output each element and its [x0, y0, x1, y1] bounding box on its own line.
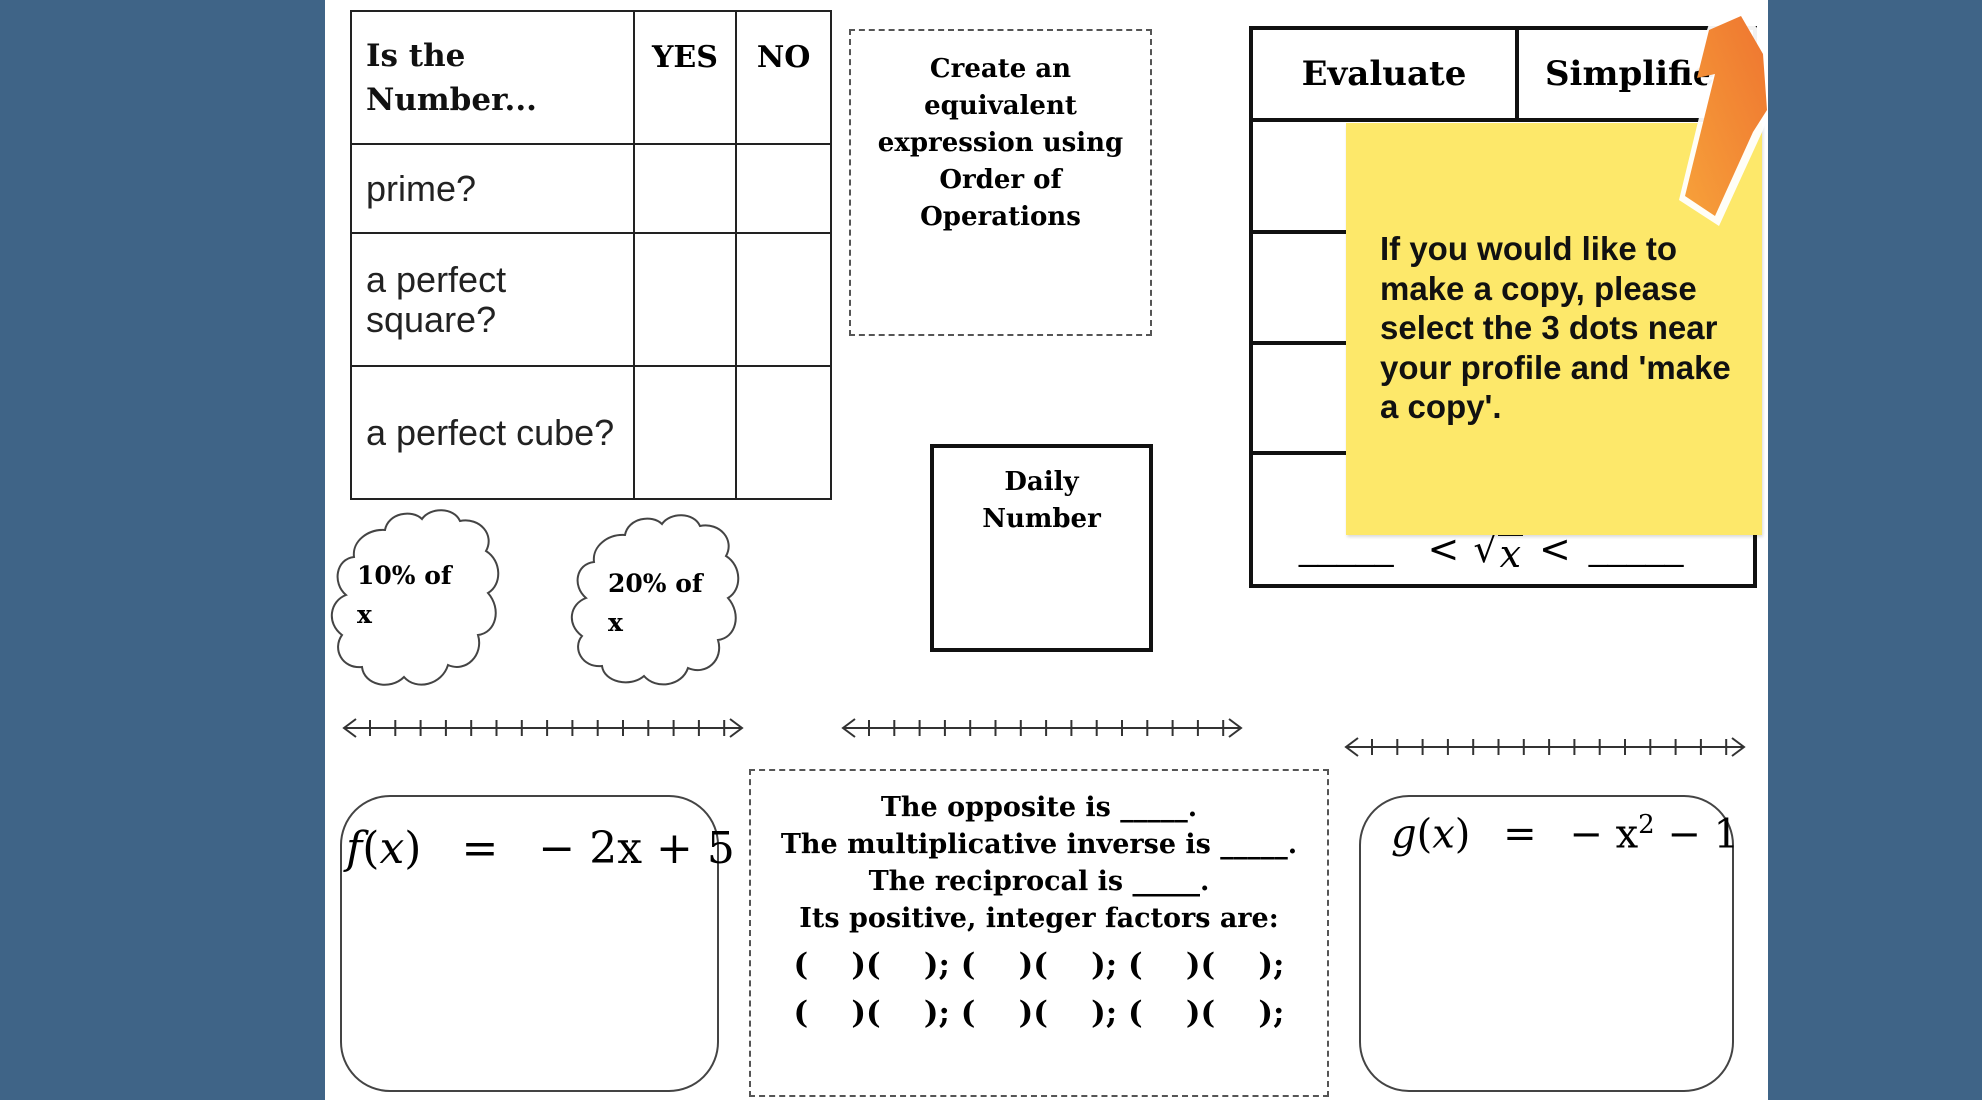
cloud-20-percent[interactable]: 20% of x — [608, 564, 703, 642]
number-table: Is the Number... YES NO prime? a perfect… — [350, 10, 832, 500]
cloud-variable: x — [608, 608, 623, 637]
inequality-blank-right[interactable]: _____ — [1588, 530, 1684, 568]
cloud-shape — [331, 509, 500, 686]
function-f-equation: f(x) = − 2x + 5 — [346, 823, 735, 874]
function-variable: x — [1432, 811, 1455, 858]
sticky-note-text: If you would like to make a copy, please… — [1380, 230, 1731, 425]
function-name: f — [346, 823, 363, 874]
number-table-header: Is the Number... — [350, 10, 635, 145]
cloud-shape — [571, 514, 740, 686]
factors-prompt: Its positive, integer factors are: — [799, 903, 1279, 934]
row-perfect-cube: a perfect cube? — [350, 365, 635, 500]
factor-pairs-row: ( )( ); ( )( ); ( )( ); — [793, 947, 1285, 983]
cloud-label: 20% of — [608, 569, 703, 598]
cell-cube-no[interactable] — [735, 365, 832, 500]
daily-number-box[interactable]: Daily Number — [930, 444, 1153, 652]
cell-square-yes[interactable] — [632, 232, 738, 367]
number-properties-box[interactable]: The opposite is _____. The multiplicativ… — [749, 769, 1329, 1097]
sqrt-variable: x — [1497, 532, 1524, 576]
cloud-variable: x — [357, 600, 372, 629]
reciprocal-line: The reciprocal is _____. — [868, 866, 1210, 897]
evaluate-header: Evaluate — [1253, 30, 1519, 118]
function-rhs: − 2x + 5 — [538, 823, 735, 874]
function-g-equation: g(x) = − x2 − 1 — [1391, 810, 1740, 858]
multiplicative-inverse-line: The multiplicative inverse is _____. — [780, 829, 1298, 860]
equivalent-expression-prompt: Create an equivalent expression using Or… — [877, 54, 1124, 232]
yes-header: YES — [632, 10, 738, 145]
arrow-up-right-icon — [1679, 8, 1768, 226]
equivalent-expression-box[interactable]: Create an equivalent expression using Or… — [849, 29, 1152, 336]
no-header: NO — [735, 10, 832, 145]
daily-number-label: Daily Number — [982, 467, 1101, 534]
opposite-line: The opposite is _____. — [880, 792, 1198, 823]
function-exponent: 2 — [1638, 810, 1655, 840]
number-line — [342, 718, 744, 738]
sticky-note: If you would like to make a copy, please… — [1346, 123, 1762, 535]
function-name: g — [1391, 811, 1417, 858]
factor-pairs-row: ( )( ); ( )( ); ( )( ); — [793, 995, 1285, 1031]
cell-prime-yes[interactable] — [632, 143, 738, 234]
sqrt-inequality: _____ < √ x < _____ — [1299, 522, 1719, 576]
evaluate-table-header: Evaluate Simplified — [1253, 30, 1753, 122]
function-rhs-tail: − 1 — [1667, 811, 1740, 858]
cell-prime-no[interactable] — [735, 143, 832, 234]
function-g-box[interactable]: g(x) = − x2 − 1 — [1359, 795, 1739, 1092]
function-rhs: − x — [1569, 811, 1639, 858]
number-line — [1344, 737, 1746, 757]
cell-square-no[interactable] — [735, 232, 832, 367]
function-f-box[interactable]: f(x) = − 2x + 5 — [340, 795, 735, 1092]
cell-cube-yes[interactable] — [632, 365, 738, 500]
function-variable: x — [379, 823, 405, 874]
row-prime: prime? — [350, 143, 635, 234]
cloud-10-percent[interactable]: 10% of x — [357, 556, 452, 634]
inequality-blank-left[interactable]: _____ — [1299, 530, 1394, 568]
worksheet-page: Is the Number... YES NO prime? a perfect… — [325, 0, 1768, 1100]
row-perfect-square: a perfect square? — [350, 232, 635, 367]
cloud-label: 10% of — [357, 561, 452, 590]
number-line — [841, 718, 1243, 738]
